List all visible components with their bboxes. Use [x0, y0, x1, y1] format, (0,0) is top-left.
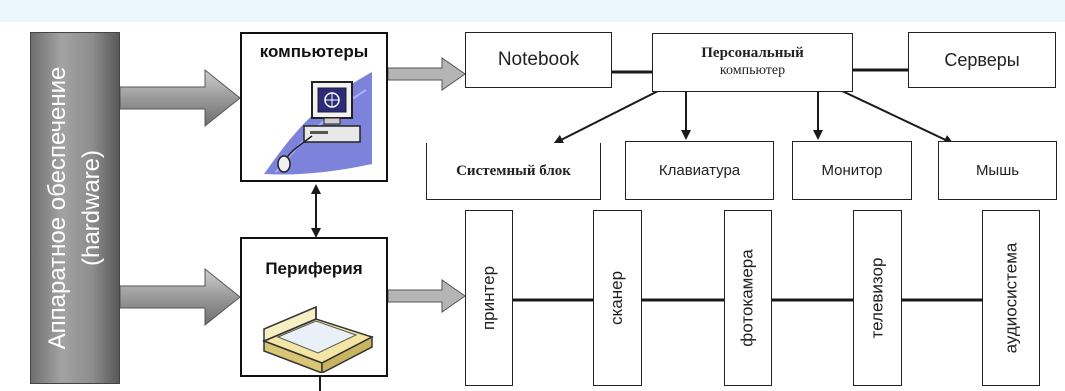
peripheral-tv: телевизор — [853, 210, 902, 386]
keyboard-label: Клавиатура — [658, 162, 741, 179]
monitor-label: Монитор — [821, 162, 883, 179]
servers-label: Серверы — [944, 49, 1020, 70]
category-computers: компьютеры — [240, 32, 388, 182]
peripheral-printer: принтер — [465, 210, 513, 386]
block-arrow-to-periphery — [119, 267, 241, 327]
arrow-pc-mouse — [839, 89, 954, 145]
hardware-sidebar: Аппаратное обеспечение (hardware) — [30, 32, 120, 384]
printer-label: принтер — [479, 265, 498, 331]
category-periphery: Периферия — [240, 237, 388, 377]
hardware-label: Аппаратное обеспечение (hardware) — [41, 67, 109, 350]
camera-label: фотокамера — [738, 249, 757, 347]
audio-label: аудиосистема — [1001, 242, 1021, 354]
arrow-pc-systemblock — [553, 89, 661, 144]
pc-component-system-block: Системный блок — [426, 143, 601, 200]
computer-icon — [264, 72, 372, 175]
hollow-arrow-to-printer — [387, 279, 466, 313]
pc-component-mouse: Мышь — [938, 141, 1057, 200]
peripheral-scanner: сканер — [593, 210, 642, 386]
category-periphery-label: Периферия — [265, 259, 363, 278]
hardware-label-line2: (hardware) — [78, 149, 105, 267]
personal-label-line1: Персональный — [701, 45, 804, 61]
notebook-label: Notebook — [497, 49, 580, 70]
top-band — [0, 0, 1065, 22]
system-block-label: Системный блок — [456, 162, 571, 179]
pc-component-keyboard: Клавиатура — [625, 141, 774, 200]
hardware-label-line1: Аппаратное обеспечение — [44, 66, 71, 350]
pc-component-monitor: Монитор — [792, 141, 912, 200]
mouse-label: Мышь — [975, 162, 1020, 179]
hollow-arrow-to-notebook — [387, 57, 466, 91]
tv-label: телевизор — [867, 257, 887, 339]
category-computers-label: компьютеры — [259, 42, 369, 61]
block-arrow-to-computers — [119, 68, 241, 128]
scanner-label: сканер — [607, 270, 627, 326]
peripheral-camera: фотокамера — [724, 210, 772, 386]
computer-type-personal: Персональный компьютер — [652, 33, 853, 92]
personal-label-line2: компьютер — [719, 63, 786, 78]
peripheral-audio: аудиосистема — [982, 210, 1040, 386]
scanner-icon — [261, 305, 374, 373]
computer-type-servers: Серверы — [908, 32, 1056, 88]
computer-type-notebook: Notebook — [465, 32, 612, 88]
